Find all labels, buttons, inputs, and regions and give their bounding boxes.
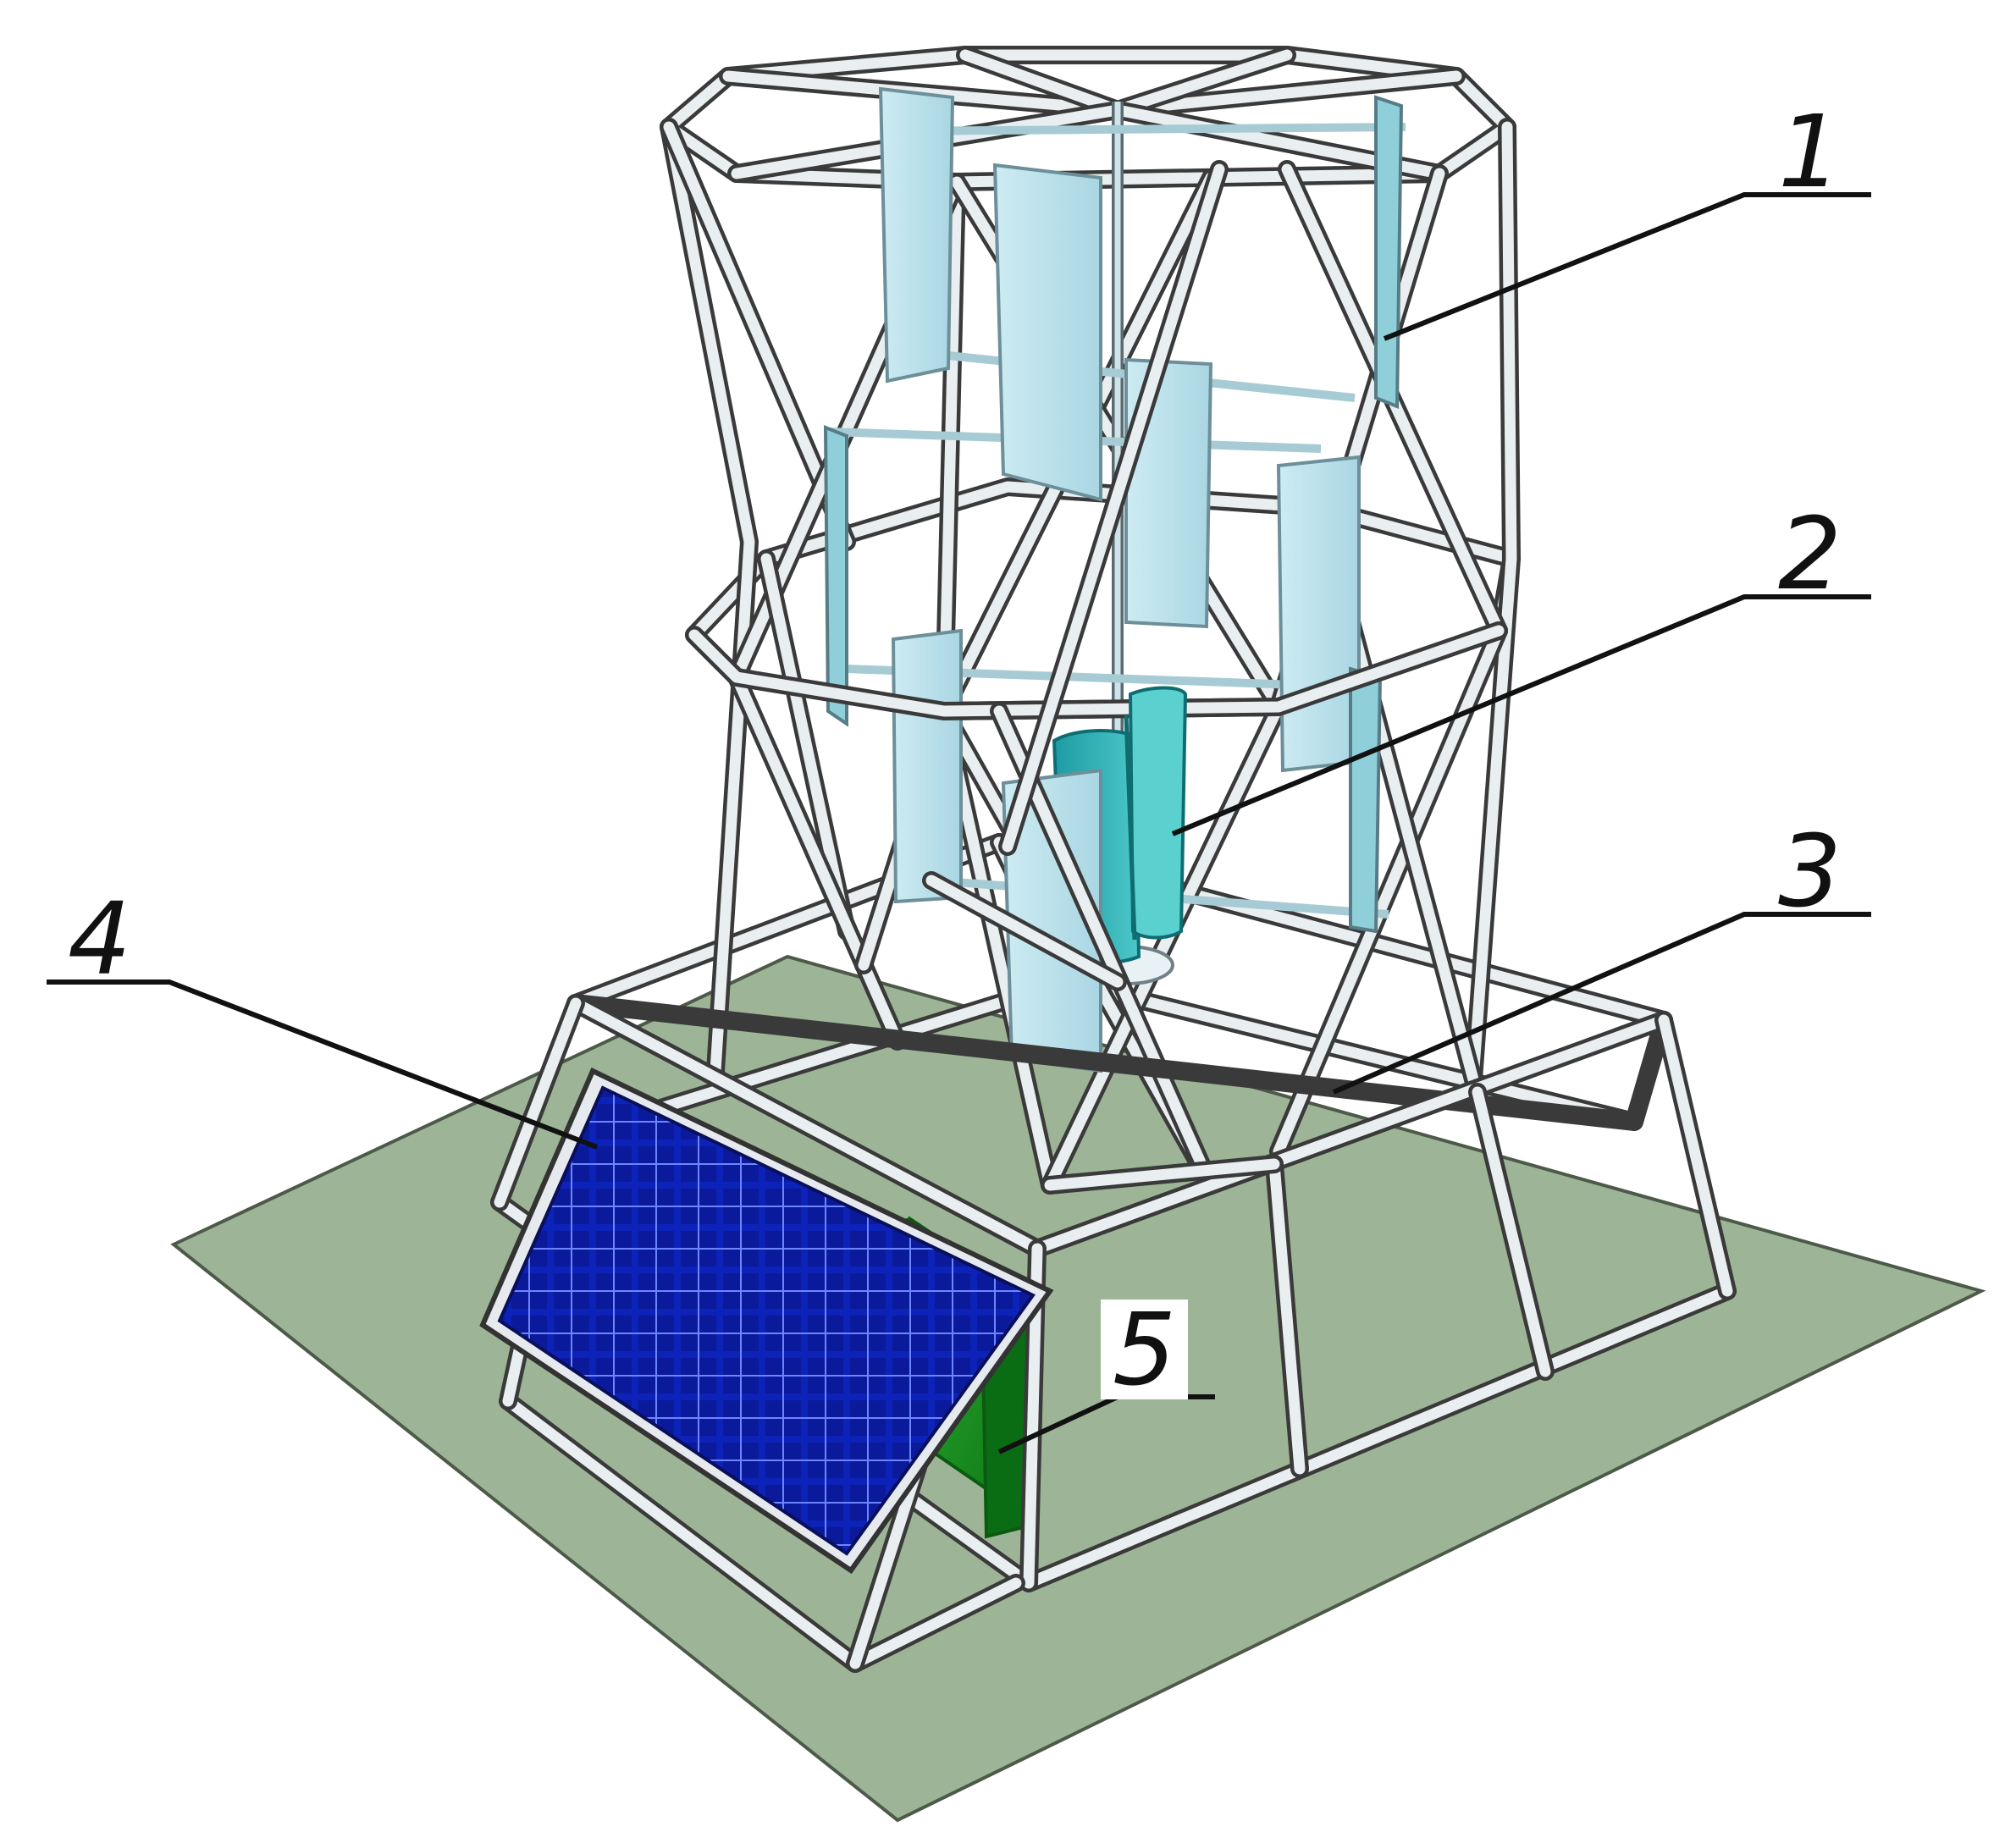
solar-panel — [479, 1067, 1054, 1575]
tower-frame-front — [922, 160, 1229, 1195]
blade — [878, 86, 955, 384]
blade — [1374, 95, 1404, 409]
blade — [891, 628, 963, 904]
callout-4: 4 — [68, 880, 132, 997]
callout-2: 2 — [1778, 495, 1842, 612]
callout-3: 3 — [1778, 813, 1842, 930]
blade — [1276, 455, 1361, 773]
blade — [992, 163, 1102, 502]
callout-1: 1 — [1778, 93, 1842, 210]
tower-frame-mid — [685, 621, 1508, 720]
blade — [823, 425, 848, 727]
callout-5: 5 — [1101, 1300, 1189, 1399]
blade — [1349, 666, 1383, 934]
